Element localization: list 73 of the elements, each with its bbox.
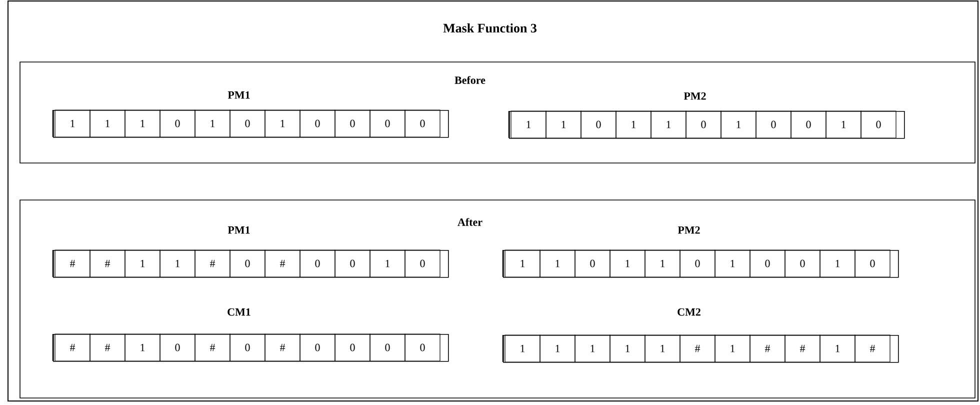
- bit-cell: 1: [820, 250, 856, 278]
- bit-cell: 0: [686, 110, 722, 138]
- bit-cell: 0: [230, 250, 266, 278]
- bit-cell: #: [854, 334, 890, 362]
- bit-cell: 0: [334, 334, 370, 362]
- bit-cell: 1: [650, 110, 686, 138]
- bit-cell: 0: [756, 110, 792, 138]
- bit-cell: 0: [370, 110, 406, 138]
- bit-cell: 1: [540, 250, 576, 278]
- bit-cell: 0: [370, 334, 406, 362]
- bit-cell: #: [784, 334, 820, 362]
- bit-cell: 0: [404, 334, 440, 362]
- bit-cell: #: [90, 250, 126, 278]
- node-label: PM2: [684, 92, 706, 100]
- bit-cell: 1: [610, 334, 646, 362]
- bit-cell: 0: [230, 110, 266, 138]
- bit-cell: 0: [680, 250, 716, 278]
- bit-cell: 0: [580, 110, 616, 138]
- bit-cell: 1: [194, 110, 230, 138]
- bit-cell: 0: [574, 250, 610, 278]
- bit-cell: 1: [714, 250, 750, 278]
- bit-cell: 0: [404, 110, 440, 138]
- bit-cell: 1: [510, 110, 546, 138]
- node-label: CM1: [228, 308, 250, 316]
- bit-cell: #: [54, 334, 90, 362]
- bit-cell: 0: [334, 250, 370, 278]
- bit-cell: #: [264, 250, 300, 278]
- bit-cell: 1: [264, 110, 300, 138]
- bit-cell: 0: [160, 110, 196, 138]
- node-label: CM2: [678, 308, 700, 316]
- bit-cell: #: [194, 250, 230, 278]
- bit-cell: 0: [784, 250, 820, 278]
- bit-cell: 0: [300, 110, 336, 138]
- bit-cell: 0: [750, 250, 786, 278]
- bit-cell: 0: [854, 250, 890, 278]
- bit-cell: 1: [820, 334, 856, 362]
- bit-cell: 1: [644, 334, 680, 362]
- bit-cell: 1: [610, 250, 646, 278]
- bit-cell: 1: [124, 334, 160, 362]
- bit-cell: 0: [860, 110, 896, 138]
- bit-cell: 1: [160, 250, 196, 278]
- bit-cell: 1: [714, 334, 750, 362]
- bit-cell: 1: [540, 334, 576, 362]
- bit-cell: 1: [124, 250, 160, 278]
- bit-cell: 1: [504, 250, 540, 278]
- bit-cell: 1: [54, 110, 90, 138]
- bit-cell: 1: [616, 110, 652, 138]
- bit-cell: #: [90, 334, 126, 362]
- node-label: PM1: [228, 226, 250, 234]
- bit-cell: 1: [826, 110, 862, 138]
- bit-cell: #: [194, 334, 230, 362]
- bit-cell: 0: [230, 334, 266, 362]
- bit-cell: #: [680, 334, 716, 362]
- bit-cell: 1: [504, 334, 540, 362]
- bit-cell: 1: [370, 250, 406, 278]
- bit-cell: 1: [574, 334, 610, 362]
- node-label: PM2: [678, 226, 700, 234]
- bit-cell: 0: [404, 250, 440, 278]
- bit-cell: 1: [546, 110, 582, 138]
- title: Mask Function 3: [443, 23, 536, 33]
- bit-cell: 0: [790, 110, 826, 138]
- bit-cell: #: [750, 334, 786, 362]
- bit-cell: 0: [300, 334, 336, 362]
- bit-cell: 0: [300, 250, 336, 278]
- bit-cell: 1: [124, 110, 160, 138]
- bit-cell: 0: [334, 110, 370, 138]
- bit-cell: #: [264, 334, 300, 362]
- bit-cell: 0: [160, 334, 196, 362]
- bit-cell: #: [54, 250, 90, 278]
- node-label: PM1: [228, 91, 250, 99]
- bit-cell: 1: [644, 250, 680, 278]
- bit-cell: 1: [720, 110, 756, 138]
- bit-cell: 1: [90, 110, 126, 138]
